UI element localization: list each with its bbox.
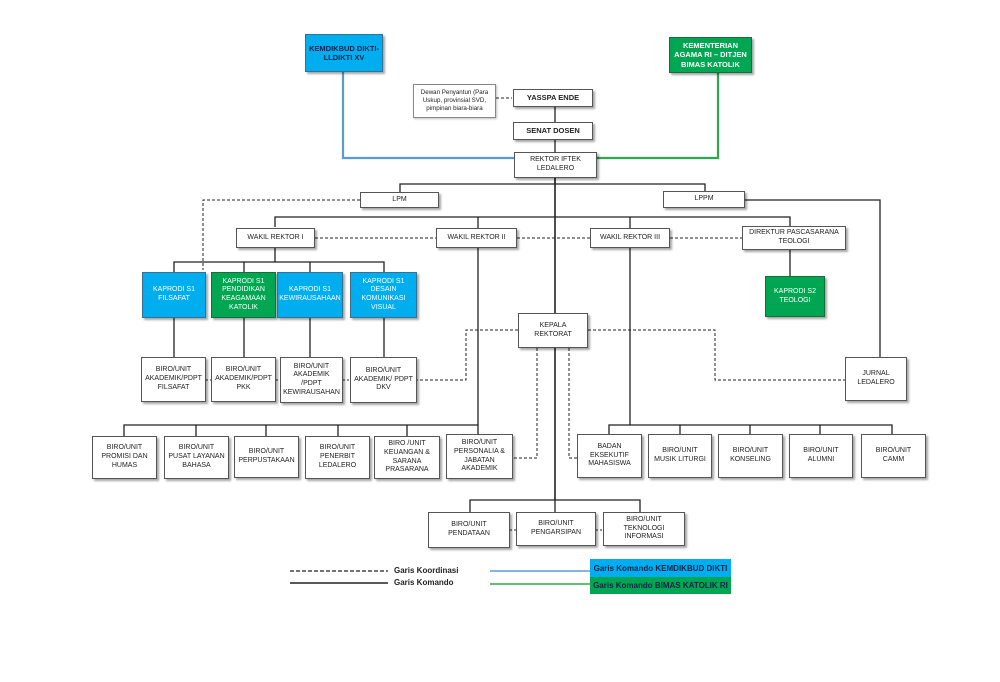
legend-komando: Garis Komando xyxy=(394,578,454,587)
biro-alumni-box: BIRO/UNIT ALUMNI xyxy=(789,434,853,478)
rektor-box: REKTOR IFTEK LEDALERO xyxy=(514,152,597,178)
wakil-rektor-2-box: WAKIL REKTOR II xyxy=(436,228,517,248)
kemenag-box: KEMENTERIAN AGAMA RI – DITJEN BIMAS KATO… xyxy=(669,37,752,73)
wakil-rektor-1-box: WAKIL REKTOR I xyxy=(236,228,315,248)
legend-koordinasi: Garis Koordinasi xyxy=(394,566,459,575)
biro-ti-box: BIRO/UNIT TEKNOLOGI INFORMASI xyxy=(603,512,685,546)
senat-dosen-box: SENAT DOSEN xyxy=(513,122,593,140)
dewan-penyantun-box: Dewan Penyantun (Para Uskup, provinsial … xyxy=(413,84,496,118)
kepala-rektorat-box: KEPALA REKTORAT xyxy=(518,313,588,348)
badan-eksekutif-box: BADAN EKSEKUTIF MAHASISWA xyxy=(577,434,642,478)
biro-pendataan-box: BIRO/UNIT PENDATAAN xyxy=(428,512,510,548)
yasspa-box: YASSPA ENDE xyxy=(513,89,593,107)
kaprodi-pkk-box: KAPRODI S1 PENDIDIKAN KEAGAMAAN KATOLIK xyxy=(211,272,276,318)
lpm-box: LPM xyxy=(360,192,439,208)
biro-penerbit-box: BIRO/UNIT PENERBIT LEDALERO xyxy=(305,436,370,479)
biro-personalia-box: BIRO/UNIT PERSONALIA & JABATAN AKADEMIK xyxy=(446,434,513,479)
kaprodi-dkv-box: KAPRODI S1 DESAIN KOMUNIKASI VISUAL xyxy=(350,272,417,318)
biro-keuangan-box: BIRO /UNIT KEUANGAN & SARANA PRASARANA xyxy=(374,436,440,479)
kemdikbud-box: KEMDIKBUD DIKTI- LLDIKTI XV xyxy=(305,34,383,72)
legend-komando-katolik: Garis Komando BIMAS KATOLIK RI xyxy=(590,577,731,594)
biro-camm-box: BIRO/UNIT CAMM xyxy=(861,434,926,478)
biro-promisi-box: BIRO/UNIT PROMISI DAN HUMAS xyxy=(92,436,157,479)
legend-komando-dikti: Garis Komando KEMDIKBUD DIKTI xyxy=(590,559,731,577)
biro-musik-box: BIRO/UNIT MUSIK LITURGI xyxy=(648,434,712,478)
biro-akademik-dkv-box: BIRO/UNIT AKADEMIK/ PDPT DKV xyxy=(350,357,417,403)
biro-bahasa-box: BIRO/UNIT PUSAT LAYANAN BAHASA xyxy=(164,436,229,479)
jurnal-box: JURNAL LEDALERO xyxy=(845,357,907,401)
biro-pengarsipan-box: BIRO/UNIT PENGARSIPAN xyxy=(516,512,596,546)
wakil-rektor-3-box: WAKIL REKTOR III xyxy=(590,228,670,248)
lppm-box: LPPM xyxy=(663,191,745,208)
biro-konseling-box: BIRO/UNIT KONSELING xyxy=(718,434,783,478)
direktur-pasca-box: DIREKTUR PASCASARANA TEOLOGI xyxy=(742,226,846,250)
kaprodi-s2-box: KAPRODI S2 TEOLOGI xyxy=(765,276,825,317)
biro-akademik-filsafat-box: BIRO/UNIT AKADEMIK/PDPT FILSAFAT xyxy=(141,357,206,402)
biro-akademik-kwu-box: BIRO/UNIT AKADEMIK /PDPT KEWIRAUSAHAN xyxy=(280,357,343,403)
biro-akademik-pkk-box: BIRO/UNIT AKADEMIK/PDPT PKK xyxy=(211,357,276,402)
kaprodi-filsafat-box: KAPRODI S1 FILSAFAT xyxy=(142,272,206,318)
biro-perpustakaan-box: BIRO/UNIT PERPUSTAKAAN xyxy=(234,436,299,478)
kaprodi-kewirausahaan-box: KAPRODI S1 KEWIRAUSAHAAN xyxy=(277,272,343,318)
